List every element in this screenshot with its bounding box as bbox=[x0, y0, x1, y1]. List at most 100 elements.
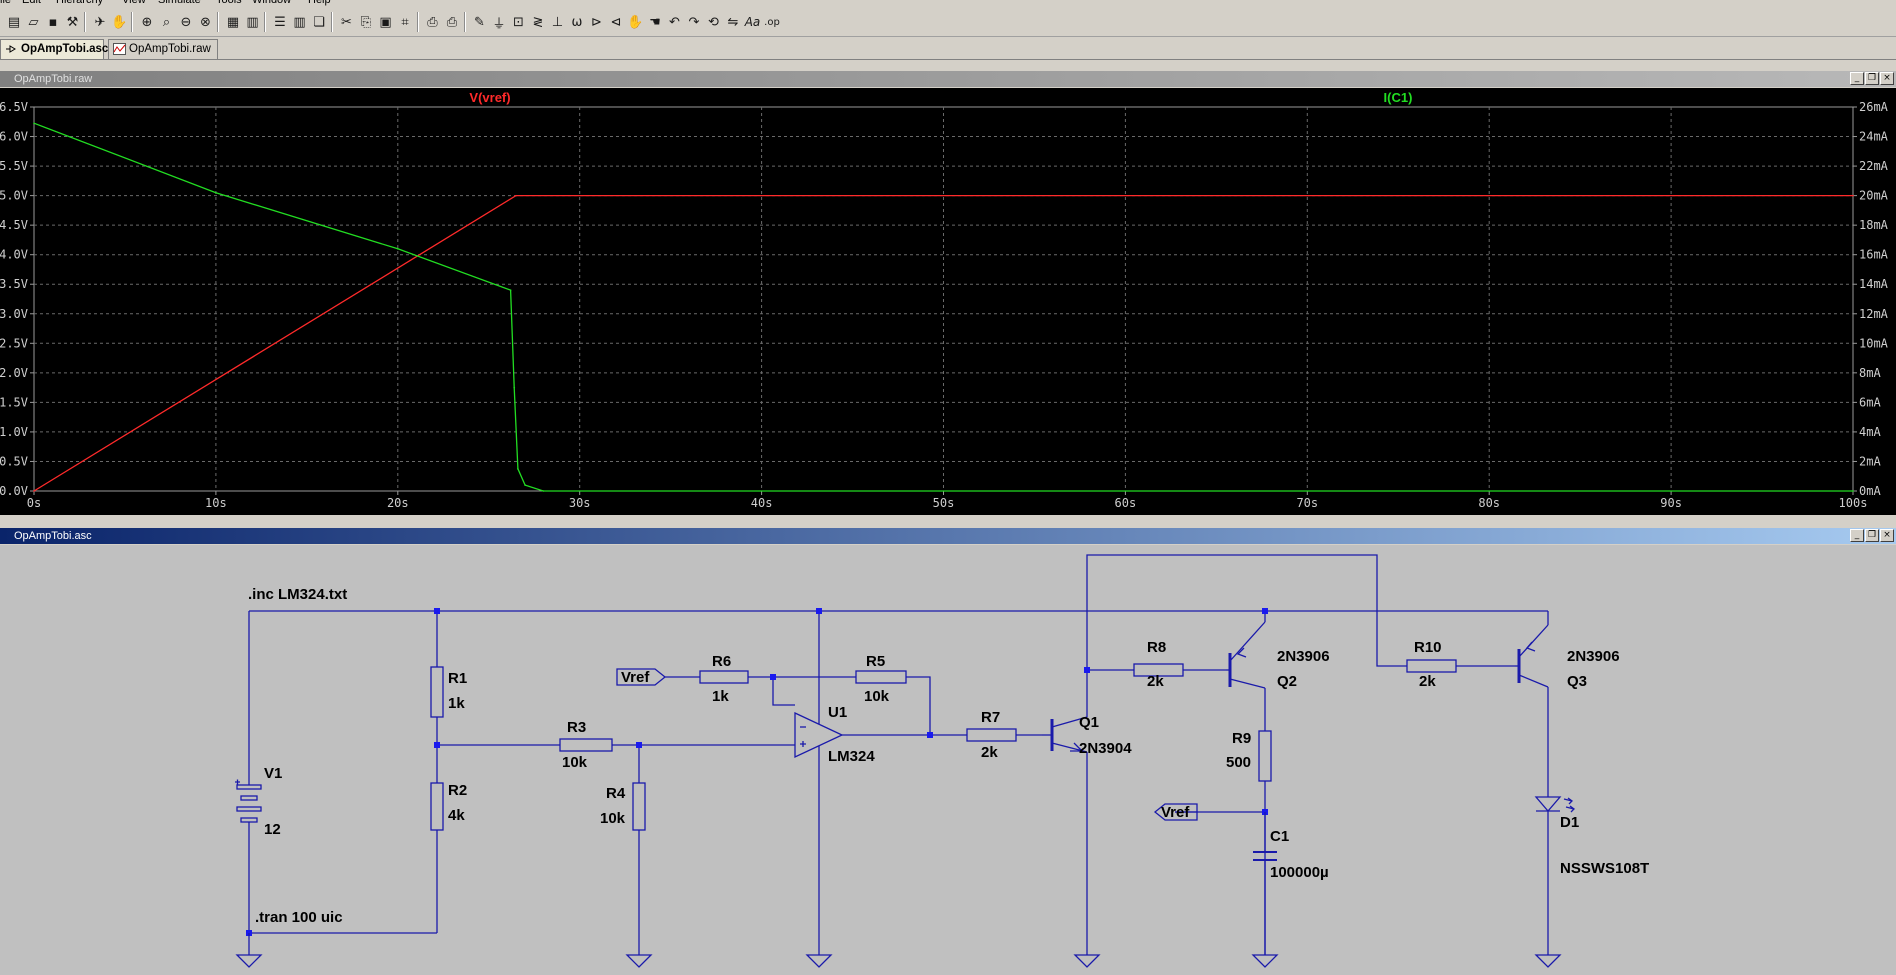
x-tick-label: 90s bbox=[1660, 496, 1682, 510]
cascade-icon[interactable]: ❏ bbox=[313, 14, 325, 30]
right-tick-label: 6mA bbox=[1859, 395, 1881, 409]
control-panel-icon[interactable]: ⚒ bbox=[66, 14, 79, 30]
right-tick-label: 26mA bbox=[1859, 100, 1889, 114]
x-tick-label: 50s bbox=[933, 496, 955, 510]
zoom-area-icon[interactable]: ⌕ bbox=[162, 14, 171, 30]
capacitor-icon[interactable]: ⊥ bbox=[551, 14, 564, 30]
pan-icon[interactable]: ✋ bbox=[111, 14, 128, 30]
transistor-q1[interactable] bbox=[1042, 716, 1088, 753]
component-icon[interactable]: ⊲ bbox=[610, 14, 622, 30]
ground-icon[interactable]: ⏚ bbox=[492, 16, 506, 32]
rotate-icon[interactable]: ⟲ bbox=[708, 14, 719, 30]
tile-vertical-icon[interactable]: ▥ bbox=[293, 14, 306, 30]
find-icon[interactable]: ⌗ bbox=[401, 14, 409, 30]
tab-opamptobi-raw[interactable]: OpAmpTobi.raw bbox=[108, 39, 218, 59]
waveform-window-titlebar[interactable]: OpAmpTobi.raw _ ❐ × bbox=[0, 71, 1896, 87]
zoom-out-icon[interactable]: ⊖ bbox=[180, 14, 192, 30]
led-d1[interactable] bbox=[1534, 796, 1575, 845]
ground-icon bbox=[805, 954, 833, 968]
opamp-u1[interactable] bbox=[794, 711, 844, 777]
waveform-grid-icon[interactable]: ▥ bbox=[246, 14, 259, 30]
resistor-r8[interactable] bbox=[1133, 663, 1184, 677]
paste-icon[interactable]: ▣ bbox=[379, 14, 392, 30]
resistor-r7[interactable] bbox=[966, 728, 1017, 742]
zoom-in-icon[interactable]: ⊕ bbox=[141, 14, 153, 30]
move-icon[interactable]: ✋ bbox=[627, 14, 644, 30]
menu-item[interactable]: Window bbox=[252, 0, 292, 6]
resistor-r4[interactable] bbox=[632, 782, 646, 831]
save-icon[interactable]: ▪ bbox=[48, 14, 58, 30]
text-icon[interactable]: Aa bbox=[744, 15, 761, 29]
resistor-r9[interactable] bbox=[1258, 730, 1272, 782]
trace-label-i-c1[interactable]: I(C1) bbox=[1384, 90, 1413, 105]
spice-directive-icon[interactable]: .op bbox=[764, 16, 780, 28]
right-tick-label: 4mA bbox=[1859, 425, 1881, 439]
capacitor-c1[interactable] bbox=[1253, 812, 1277, 955]
new-schematic-icon[interactable]: ▤ bbox=[7, 14, 21, 30]
copy-icon[interactable]: ⎘ bbox=[360, 14, 372, 30]
resistor-r2[interactable] bbox=[430, 782, 444, 831]
restore-button[interactable]: ❐ bbox=[1865, 529, 1879, 542]
schematic-editor-pane[interactable]: .inc LM324.txt .tran 100 uic Vref Vref V… bbox=[0, 545, 1896, 975]
q2-value: 2N3906 bbox=[1277, 648, 1330, 665]
transistor-q3[interactable] bbox=[1515, 624, 1549, 688]
net-label-vref-text: Vref bbox=[621, 669, 650, 686]
undo-icon[interactable]: ↶ bbox=[669, 14, 680, 30]
tile-horizontal-icon[interactable]: ☰ bbox=[274, 14, 286, 30]
spice-directive-inc[interactable]: .inc LM324.txt bbox=[248, 586, 347, 603]
r9-ref: R9 bbox=[1232, 730, 1251, 747]
menu-item[interactable]: Simulate bbox=[158, 0, 201, 6]
inductor-icon[interactable]: ω bbox=[571, 14, 583, 30]
minimize-button[interactable]: _ bbox=[1850, 72, 1864, 85]
right-tick-label: 0mA bbox=[1859, 484, 1881, 498]
menu-item[interactable]: Help bbox=[308, 0, 331, 6]
menu-item[interactable]: View bbox=[122, 0, 146, 6]
autorange-icon[interactable]: ▦ bbox=[226, 14, 240, 30]
trace-label-v-vref[interactable]: V(vref) bbox=[469, 90, 510, 105]
open-icon[interactable]: ▱ bbox=[28, 14, 39, 30]
resistor-r10[interactable] bbox=[1406, 659, 1457, 673]
zoom-cancel-icon[interactable]: ⊗ bbox=[200, 14, 211, 30]
resistor-r3[interactable] bbox=[559, 738, 613, 752]
label-net-icon[interactable]: ⊡ bbox=[513, 14, 524, 30]
r7-ref: R7 bbox=[981, 709, 1000, 726]
run-icon[interactable]: ✈ bbox=[94, 14, 106, 30]
close-button[interactable]: × bbox=[1880, 529, 1894, 542]
schematic-window-titlebar[interactable]: OpAmpTobi.asc _ ❐ × bbox=[0, 528, 1896, 544]
r6-value: 1k bbox=[712, 688, 729, 705]
resistor-icon[interactable]: ≷ bbox=[532, 14, 544, 30]
net-label-vref-1[interactable] bbox=[616, 668, 667, 686]
drag-icon[interactable]: ☚ bbox=[649, 14, 661, 30]
menu-item[interactable]: Hierarchy bbox=[56, 0, 104, 6]
print-icon[interactable]: ⎙ bbox=[446, 14, 458, 30]
spice-directive-tran[interactable]: .tran 100 uic bbox=[255, 909, 343, 926]
left-tick-label: 1.5V bbox=[0, 395, 28, 409]
resistor-r6[interactable] bbox=[699, 670, 749, 684]
print-setup-icon[interactable]: ⎙ bbox=[427, 14, 438, 30]
draw-wire-icon[interactable]: ✎ bbox=[474, 14, 485, 30]
tab-opamptobi-asc[interactable]: OpAmpTobi.asc bbox=[0, 39, 108, 59]
mirror-icon[interactable]: ⇋ bbox=[727, 14, 739, 30]
transistor-q2[interactable] bbox=[1226, 621, 1266, 689]
ground-icon bbox=[1534, 954, 1562, 968]
redo-icon[interactable]: ↷ bbox=[688, 14, 700, 30]
q1-value: 2N3904 bbox=[1079, 740, 1132, 757]
diode-icon[interactable]: ⊳ bbox=[591, 14, 602, 30]
right-tick-label: 8mA bbox=[1859, 366, 1881, 380]
trace-point bbox=[1852, 490, 1854, 492]
close-button[interactable]: × bbox=[1880, 72, 1894, 85]
cut-icon[interactable]: ✂ bbox=[341, 14, 352, 30]
menu-item[interactable]: Tools bbox=[216, 0, 242, 6]
menu-item[interactable]: ile bbox=[0, 0, 12, 6]
schematic-canvas[interactable]: .inc LM324.txt .tran 100 uic Vref Vref V… bbox=[0, 545, 1896, 975]
voltage-source-v1[interactable] bbox=[235, 775, 262, 830]
minimize-button[interactable]: _ bbox=[1850, 529, 1864, 542]
resistor-r5[interactable] bbox=[855, 670, 907, 684]
r8-ref: R8 bbox=[1147, 639, 1166, 656]
resistor-r1[interactable] bbox=[430, 666, 444, 718]
schematic-file-icon bbox=[6, 45, 16, 53]
menu-item[interactable]: Edit bbox=[22, 0, 41, 6]
restore-button[interactable]: ❐ bbox=[1865, 72, 1879, 85]
